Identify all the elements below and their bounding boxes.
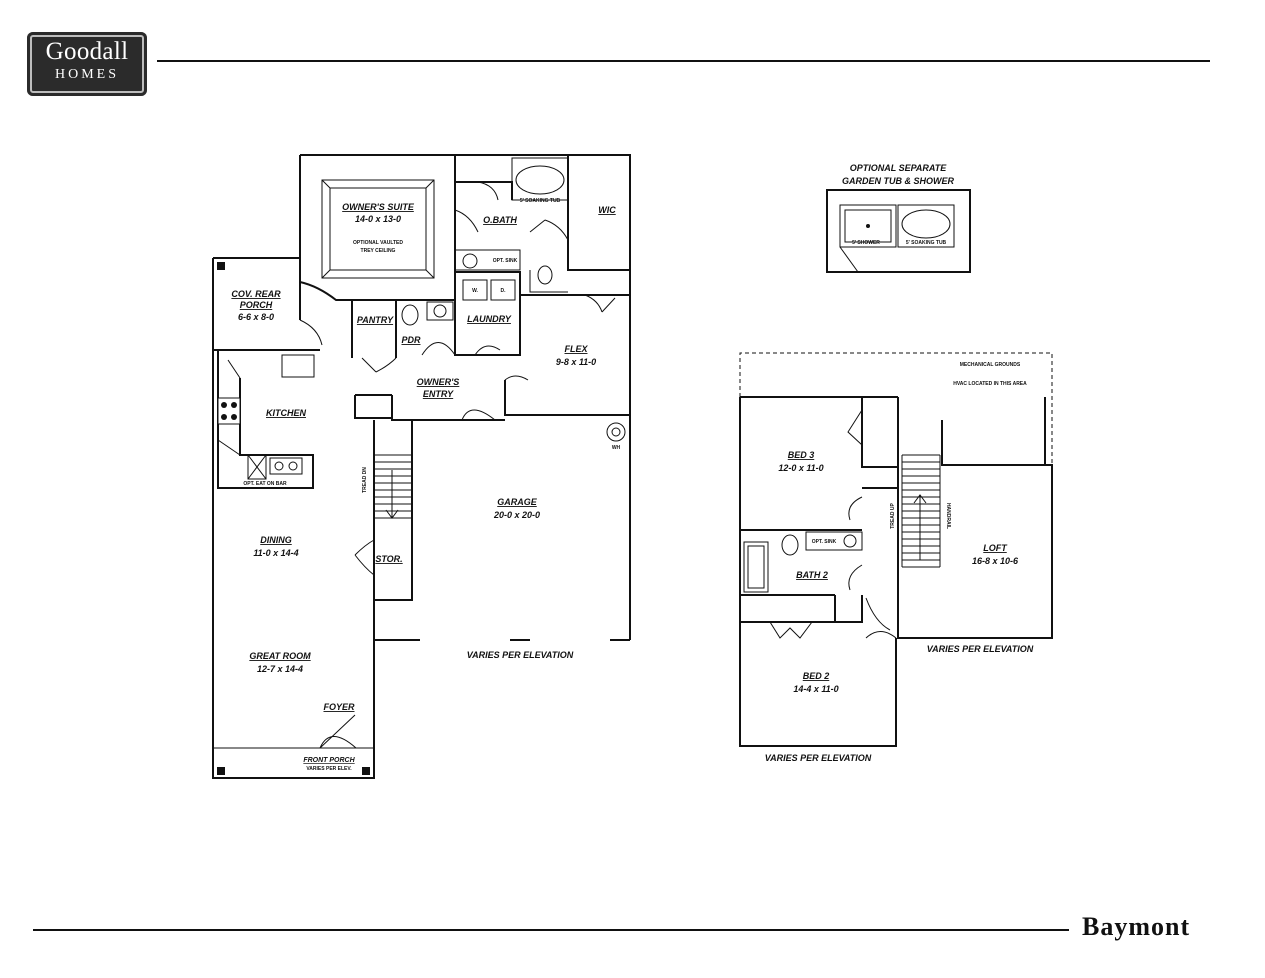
- owners-suite-dim: 14-0 x 13-0: [355, 214, 401, 224]
- kitchen-label: KITCHEN: [266, 408, 306, 418]
- header-rule: [157, 60, 1210, 62]
- washer-label: W.: [472, 288, 478, 294]
- stair-note-first: TREAD DN: [362, 467, 368, 493]
- hvac-note: HVAC LOCATED IN THIS AREA: [953, 381, 1027, 387]
- owners-entry-label1: OWNER'S: [417, 377, 460, 387]
- rear-porch-dim: 6-6 x 8-0: [238, 312, 274, 322]
- dining-label: DINING: [260, 535, 292, 545]
- dryer-label: D.: [501, 288, 507, 294]
- flex-dim: 9-8 x 11-0: [556, 357, 596, 367]
- second-floor-plan: [739, 352, 1053, 747]
- o-bath-sink-label: OPT. SINK: [493, 258, 518, 264]
- foyer-label: FOYER: [323, 702, 355, 712]
- dining-dim: 11-0 x 14-4: [253, 548, 298, 558]
- optional-tub-label: 5' SOAKING TUB: [906, 240, 947, 246]
- garage-label: GARAGE: [497, 497, 537, 507]
- first-floor-plan: [212, 154, 631, 779]
- bed3-label: BED 3: [788, 450, 815, 460]
- loft-dim: 16-8 x 10-6: [972, 556, 1019, 566]
- owners-suite-note2: TREY CEILING: [361, 248, 396, 254]
- bath2-sink-label: OPT. SINK: [812, 539, 837, 545]
- optional-line2: GARDEN TUB & SHOWER: [842, 176, 954, 186]
- great-room-dim: 12-7 x 14-4: [257, 664, 303, 674]
- o-bath-tub-label: 5' SOAKING TUB: [520, 198, 561, 204]
- pantry-label: PANTRY: [357, 315, 394, 325]
- loft-label: LOFT: [983, 543, 1008, 553]
- pdr-label: PDR: [401, 335, 421, 345]
- bed2-elevation-note: VARIES PER ELEVATION: [765, 753, 872, 763]
- rear-porch-label2: PORCH: [240, 300, 273, 310]
- loft-elevation-note: VARIES PER ELEVATION: [927, 644, 1034, 654]
- first-floor-labels: OWNER'S SUITE 14-0 x 13-0 OPTIONAL VAULT…: [231, 198, 620, 772]
- rear-porch-label1: COV. REAR: [231, 289, 281, 299]
- stair-note-left: TREAD UP: [890, 503, 896, 529]
- bed2-dim: 14-4 x 11-0: [793, 684, 838, 694]
- eat-on-bar-label: OPT. EAT ON BAR: [243, 481, 287, 487]
- flex-label: FLEX: [564, 344, 588, 354]
- stor-label: STOR.: [375, 554, 402, 564]
- owners-suite-label: OWNER'S SUITE: [342, 202, 415, 212]
- owners-entry-label2: ENTRY: [423, 389, 454, 399]
- optional-line1: OPTIONAL SEPARATE: [850, 163, 948, 173]
- optional-shower-label: 5' SHOWER: [852, 240, 880, 246]
- mechanical-note: MECHANICAL GROUNDS: [960, 362, 1021, 368]
- wic-label: WIC: [598, 205, 616, 215]
- bath2-label: BATH 2: [796, 570, 828, 580]
- second-floor-labels: MECHANICAL GROUNDS HVAC LOCATED IN THIS …: [765, 362, 1034, 763]
- laundry-label: LAUNDRY: [467, 314, 512, 324]
- optional-bath-inset: OPTIONAL SEPARATE GARDEN TUB & SHOWER 5'…: [826, 163, 971, 273]
- footer-rule: [33, 929, 1069, 931]
- water-heater-label: WH: [612, 445, 621, 451]
- bed2-label: BED 2: [803, 671, 830, 681]
- front-porch-label: FRONT PORCH: [303, 757, 355, 764]
- great-room-label: GREAT ROOM: [249, 651, 311, 661]
- goodall-homes-logo: Goodall HOMES: [27, 32, 147, 96]
- o-bath-label: O.BATH: [483, 215, 517, 225]
- garage-elevation-note: VARIES PER ELEVATION: [467, 650, 574, 660]
- front-porch-note: VARIES PER ELEV.: [306, 766, 352, 772]
- plan-name: Baymont: [1082, 912, 1191, 941]
- logo-word-goodall: Goodall: [45, 38, 129, 65]
- owners-suite-note1: OPTIONAL VAULTED: [353, 240, 403, 246]
- garage-dim: 20-0 x 20-0: [493, 510, 540, 520]
- logo-word-homes: HOMES: [54, 67, 119, 82]
- stair-note-right: HANDRAIL: [945, 503, 951, 529]
- bed3-dim: 12-0 x 11-0: [778, 463, 823, 473]
